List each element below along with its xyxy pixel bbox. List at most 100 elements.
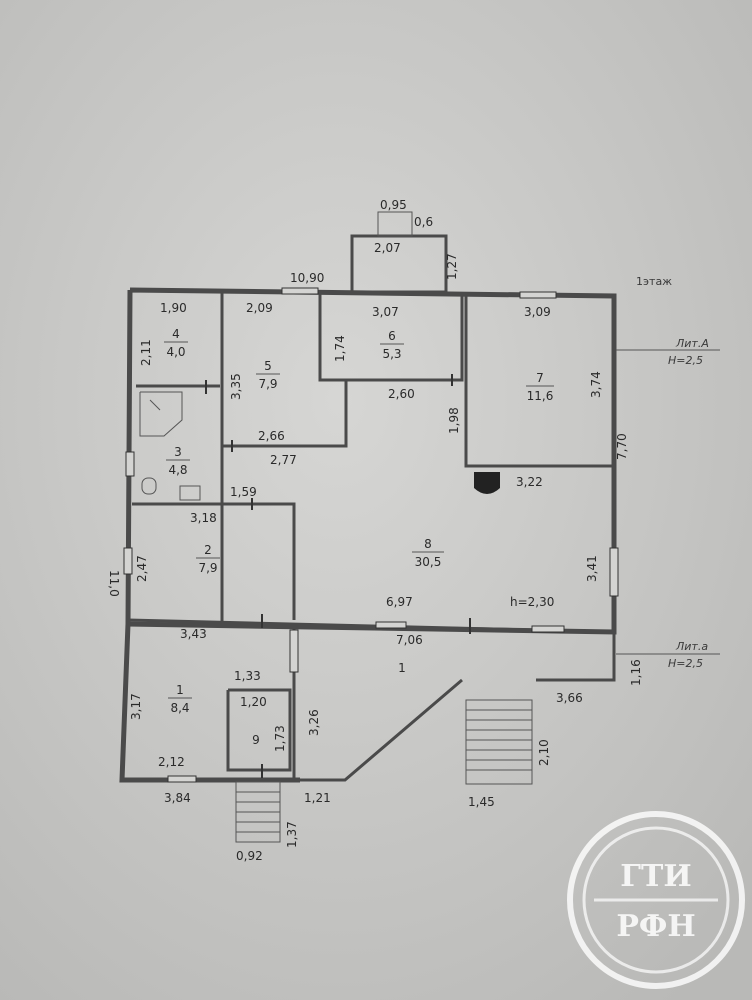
tub-mark [149,399,161,411]
floor-label: 1этаж [636,275,672,288]
lit-a2-height: H=2,5 [668,657,703,670]
dim-veranda-step: 3,66 [556,691,583,705]
dim-bottom-mid: 1,21 [304,791,331,805]
window-left-2 [123,547,133,575]
watermark-logo: ГТИ РФН [567,811,745,989]
room-4-number: 4 [172,327,180,341]
room-8-number: 8 [424,537,432,551]
window-left-1 [125,451,135,477]
window-right [609,547,619,597]
dim-stairs-depth: 2,10 [537,739,551,766]
window-top-2 [519,291,557,299]
dim-room3-bottom: 1,59 [230,485,257,499]
room-1-number: 1 [176,683,184,697]
room-7-area: 11,6 [527,389,554,403]
dim-veranda-right: 1,16 [629,659,643,686]
dim-room5-bottom: 2,66 [258,429,285,443]
dim-room2-depth: 2,47 [135,555,149,582]
room-3-area: 4,8 [168,463,187,477]
window-room1-bottom [167,775,197,783]
room-2-area: 7,9 [198,561,217,575]
room-4: 4 4,0 [164,327,188,359]
dim-room5-depth: 3,35 [229,373,243,400]
dim-room1-depth: 3,17 [129,693,143,720]
stove-icon [474,472,500,494]
room-9-number: 9 [252,733,260,747]
room-7: 7 11,6 [526,371,554,403]
dim-room9-depth: 1,73 [273,725,287,752]
room-5: 5 7,9 [256,359,280,391]
dim-bottom-stairs-width: 0,92 [236,849,263,863]
veranda-number: 1 [398,661,406,675]
ceiling-height: h=2,30 [510,595,554,609]
dim-annex-width: 2,07 [374,241,401,255]
dim-annex-depth: 1,27 [445,253,459,280]
dim-room7-wall: 1,98 [447,407,461,434]
dim-right-wall: 7,70 [615,433,629,460]
dim-room1-width: 3,43 [180,627,207,641]
sink-icon [179,485,201,501]
room-2-number: 2 [204,543,212,557]
room-6-number: 6 [388,329,396,343]
dim-overall-height: 11,0 [107,570,121,597]
room-5-area: 7,9 [258,377,277,391]
dim-room5-bottom-2: 2,77 [270,453,297,467]
top-annex-step [377,211,413,237]
veranda-edge [300,678,463,782]
dim-room7-width: 3,09 [524,305,551,319]
dim-room4-depth: 2,11 [139,339,153,366]
room-1-area: 8,4 [170,701,189,715]
wall-room5 [222,380,348,448]
stairs-right [465,699,533,785]
dim-room5-width: 2,09 [246,301,273,315]
dim-bottom-stairs-depth: 1,37 [285,821,299,848]
room-3-number: 3 [174,445,182,459]
logo-bottom-text: РФН [616,909,695,944]
wall-room6 [318,294,464,382]
dim-room6-width: 3,07 [372,305,399,319]
dim-room8-right: 3,41 [585,555,599,582]
extension-wall-left [119,623,300,783]
room-7-number: 7 [536,371,544,385]
dim-veranda-width: 7,06 [396,633,423,647]
window-room1 [289,629,299,673]
logo-top-text: ГТИ [620,859,691,894]
dim-room9-width: 1,20 [240,695,267,709]
dim-room9-outer: 1,33 [234,669,261,683]
wall-room2 [132,502,296,620]
dim-stairs-width: 1,45 [468,795,495,809]
dim-room1-wall: 3,26 [307,709,321,736]
dim-room7-bottom: 3,22 [516,475,543,489]
room-6-area: 5,3 [382,347,401,361]
dim-top-step-depth: 0,6 [414,215,433,229]
dim-room8-bottom: 6,97 [386,595,413,609]
room-8: 8 30,5 [412,537,444,569]
window-bottom-1 [375,621,407,629]
dim-room6-depth: 1,74 [333,335,347,362]
toilet-icon [141,477,157,495]
dim-room7-depth: 3,74 [589,371,603,398]
room-5-number: 5 [264,359,272,373]
dim-top-step: 0,95 [380,198,407,212]
room-4-area: 4,0 [166,345,185,359]
dim-overall-width: 10,90 [290,271,324,285]
lit-a-label: Лит.А [675,337,709,350]
window-top-1 [281,287,319,295]
bathtub [139,391,183,437]
room-3: 3 4,8 [166,445,190,477]
window-bottom-2 [531,625,565,633]
veranda-right [536,632,616,682]
dim-room1-bottom: 2,12 [158,755,185,769]
stairs-bottom [235,781,281,843]
wall-room7 [464,296,612,468]
wall-room9 [226,688,292,772]
dim-bottom-left: 3,84 [164,791,191,805]
dim-room4-width: 1,90 [160,301,187,315]
lit-a-height: H=2,5 [668,354,703,367]
room-8-area: 30,5 [415,555,442,569]
dim-room6-bottom: 2,60 [388,387,415,401]
dim-room2-width: 3,18 [190,511,217,525]
lit-a2-label: Лит.а [675,640,708,653]
